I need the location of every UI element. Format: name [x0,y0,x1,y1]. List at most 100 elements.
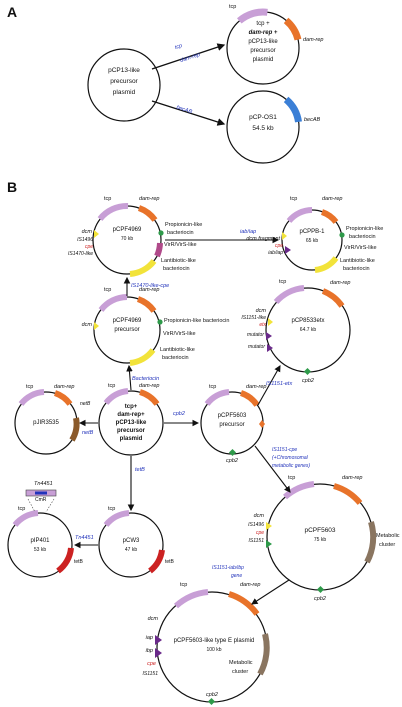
b-pre5603-tcp: tcp [209,384,217,390]
b-tn4451-dash1 [27,498,36,513]
b-pcpp8-tcp-arc [286,207,313,224]
b-pre5603-name: pCPF5603 [217,413,247,419]
b-pre4969-damrep: dam-rep [139,287,160,293]
b-pcp8533-mut2: mutator [248,344,265,350]
b-pcw3-tet: tetB [165,559,174,565]
b-tn4451-dash2 [45,498,55,513]
b-pcp8533-is1151: IS1151-like [241,315,266,321]
b-pcpf4969-is1496: IS1496 [77,237,93,243]
b-pcpp8-lanti-arc [314,256,339,273]
b-pcpp8-tcp: tcp [290,196,298,202]
a-bottom-line2: 54.5 kb [252,125,274,132]
b-pcpf5603-name: pCPF5603 [304,527,336,534]
b-typee-metab-arc [257,633,270,676]
b-pre5603-tcp-arc [204,389,230,406]
b-pcpp8-prop: Propionicin-like [346,226,384,232]
b-pcpf5603-size: 75 kb [313,537,327,543]
b-pcp8533-mut2-marker [267,344,273,352]
b-pcpf4969-tcp-arc [97,203,129,221]
b-pjir3535-name: pJIR3535 [33,420,59,426]
b-edge-cpb2: cpb2 [173,411,185,417]
b-typee-name: pCPF5603-like type E plasmid [173,638,255,644]
b-pcpf4969-dcm: dcm [81,229,92,235]
b-pcpp8-dcm: dcm fragment [246,236,280,242]
b-typee-metab1: Metabolic [229,660,253,666]
b-pcpf5603-cpe: cpe [255,530,264,536]
b-pcw3-tet-arc [148,549,165,574]
b-typee-size: 100 kb [206,647,222,653]
b-typee-cpe: cpe [147,661,156,667]
a-top-line5: plasmid [252,57,274,63]
b-pcpf5603-metab1: Metabolic [376,533,400,539]
b-pcpf4969-tcp: tcp [104,196,112,202]
b-pre4969-tcp: tcp [104,287,112,293]
b-edge-netb: netB [82,430,94,436]
b-pcpf5603-damrep: dam-rep [342,475,363,481]
b-pcw3-circle [98,512,164,578]
b-pjir3535-damrep-arc [53,390,73,406]
b-pip401-name: pIP401 [30,538,50,544]
b-edge-bacteriocin: Bacteriocin [132,376,160,382]
b-typee-cpb2: cpb2 [206,692,218,698]
panel-b-label: B [7,179,18,195]
b-pip401-tet-arc [56,547,74,574]
b-edge-tetb: tetB [135,467,145,473]
b-pcpf4969-damrep-arc [137,205,158,222]
b-typee-ibp: ibp [145,648,153,654]
b-pip401-tcp-arc [12,510,39,528]
a-precursor-line3: plasmid [112,89,136,96]
b-pcpp8-lanti1: Lantibiotic-like [340,258,375,264]
b-pcp8533-mut1: mutator [247,332,264,338]
b-pcpp8-dcm-marker [282,232,287,240]
b-pcpp8-vir: VirR/VirS-like [344,245,377,251]
b-pcpf5603-metab2: cluster [379,542,396,548]
b-typee-tcp-arc [173,589,209,609]
b-pcpf5603-damrep-arc [333,483,363,506]
b-pcpp8-name: pCPPB-1 [299,229,325,235]
b-typee-metab2: cluster [232,669,249,675]
b-edge-iab: iab/iap [240,229,257,235]
b-pre4969-prop-marker [157,319,163,325]
b-pre4969-tcp-arc [98,294,128,312]
b-edge-is1470cpe: IS1470-like-cpe [131,283,170,289]
b-pip401-size: 53 kb [33,547,47,553]
b-edge-is1151etx: IS1151-etx [266,381,293,387]
b-pre4969-prop: Propionicin-like bacteriocin [164,318,230,324]
b-edge-is1151cpe-2: (+Chromosomal [272,455,308,461]
a-bottom-becab-arc [283,96,302,123]
b-pcpf5603-dcm: dcm [253,513,264,519]
a-top-tcp: tcp [229,4,237,10]
b-pcp8533-tcp: tcp [279,279,287,285]
b-pjir3535-netb-arc [69,417,80,442]
a-top-damrep-arc [283,17,302,41]
a-bottom-becab: becAB [304,117,321,123]
b-pjir3535-tcp-arc [18,389,45,406]
a-bottom-plasmid-circle [226,90,300,164]
a-arrow-top [151,43,226,70]
b-pcw3-name: pCW3 [122,538,140,544]
a-top-line1: tcp + [256,21,270,27]
b-typee-damrep: dam-rep [240,582,261,588]
b-pcpf4969-lanti-arc [129,259,157,277]
b-pre5603-diamond [259,420,265,428]
b-pcpf4969-bact: bacteriocin [167,230,194,236]
b-typee-is1151: IS1151 [142,671,158,677]
b-pcpp8-damrep: dam-rep [322,196,343,202]
b-pcp8533-name: pCP8533etx [291,318,325,324]
b-pcpf5603-is1151: IS1151 [248,538,264,544]
b-pre4969-lanti2: bacteriocin [162,355,189,361]
b-pcp8533-cpb2: cpb2 [302,378,314,384]
b-tn4451-cm: CmR [35,497,47,503]
b-pcpf4969-name: pCPF4969 [112,227,142,233]
b-pjir3535-netb: netB [80,401,91,407]
b-pcw3-size: 47 kb [124,547,138,553]
b-typee-cpb2-marker [207,697,216,706]
b-pcpp8-lanti2: bacteriocin [343,266,370,272]
a-precursor-circle [87,48,161,122]
b-arrow-to-typee [251,579,290,605]
b-pcpp8-prop-marker [339,232,345,238]
b-pcp8533-dcm-marker [268,318,273,326]
a-precursor-line2: precursor [110,78,138,85]
